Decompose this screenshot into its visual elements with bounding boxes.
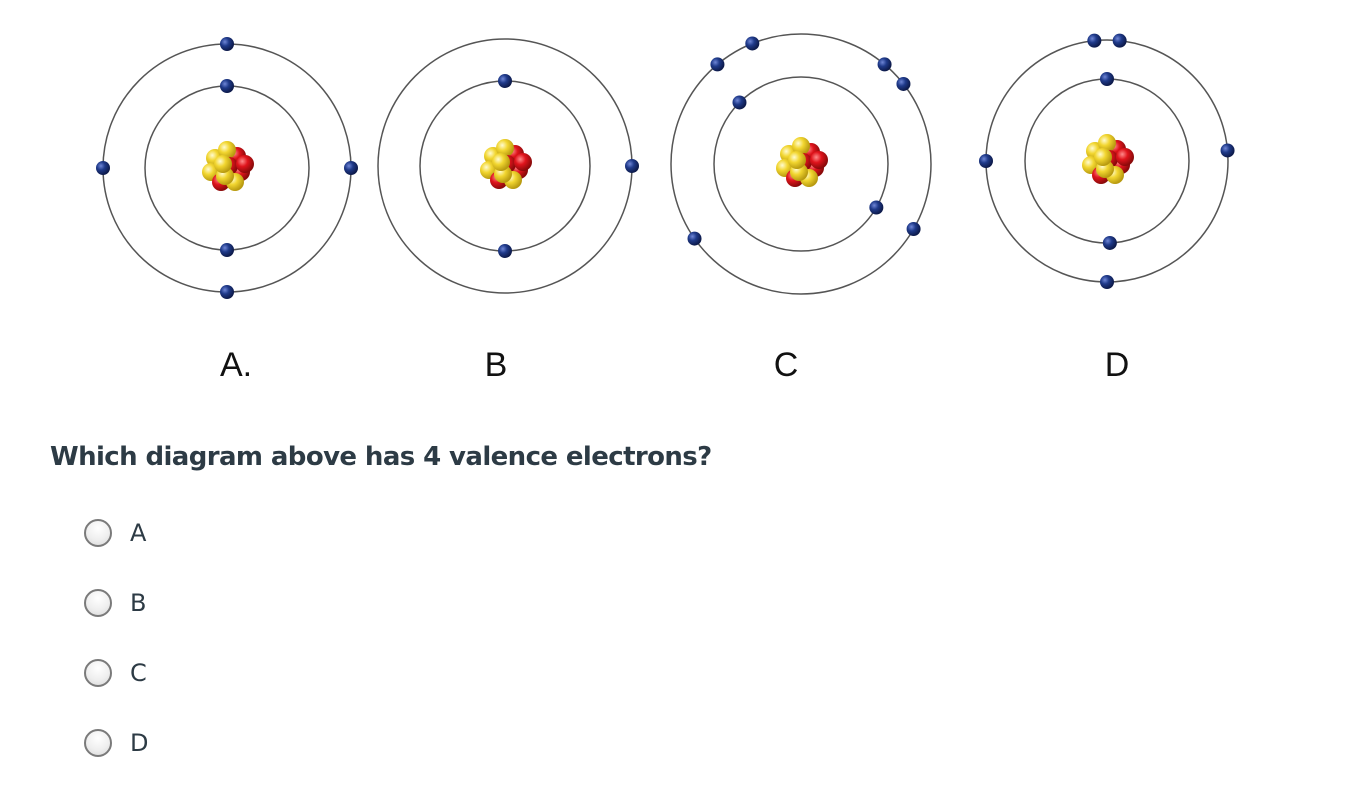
electron [344, 161, 358, 175]
electron [498, 74, 512, 88]
electron [710, 57, 725, 72]
neutron [788, 151, 806, 169]
electron [869, 200, 884, 215]
diagram-label-a: A. [219, 346, 253, 384]
neutron [792, 137, 810, 155]
answer-label: D [130, 729, 149, 757]
electron [877, 57, 892, 72]
answer-option-d[interactable]: D [84, 723, 148, 763]
electron [1102, 235, 1117, 250]
outer-shell [670, 33, 932, 295]
electron [1112, 33, 1127, 48]
radio-button-icon[interactable] [84, 519, 112, 547]
nucleus [776, 137, 828, 187]
proton [514, 153, 532, 171]
question-text: Which diagram above has 4 valence electr… [50, 442, 712, 472]
electron [498, 244, 512, 258]
electron [687, 231, 702, 246]
electron [906, 222, 921, 236]
answer-option-a[interactable]: A [84, 513, 148, 553]
radio-button-icon[interactable] [84, 729, 112, 757]
electron [1100, 275, 1114, 289]
neutron [218, 141, 236, 159]
electron [220, 243, 234, 257]
diagram-label-b: B [484, 346, 508, 384]
answer-label: C [130, 659, 147, 687]
electron [745, 36, 760, 51]
electron [220, 79, 234, 93]
electron [1220, 143, 1235, 158]
bohr-diagram-a [96, 37, 358, 299]
answer-option-b[interactable]: B [84, 583, 148, 623]
electron [625, 159, 639, 173]
radio-button-icon[interactable] [84, 589, 112, 617]
nucleus [480, 139, 532, 189]
neutron [214, 155, 232, 173]
proton [1116, 148, 1134, 166]
electron [220, 285, 234, 299]
bohr-diagram-b [377, 38, 639, 294]
diagram-label-c: C [773, 346, 799, 384]
answer-options: A B C D [84, 513, 148, 793]
answer-label: A [130, 519, 147, 547]
neutron [492, 153, 510, 171]
neutron [1094, 148, 1112, 166]
neutron [1098, 134, 1116, 152]
neutron [496, 139, 514, 157]
electron [220, 37, 234, 51]
electron [732, 95, 747, 110]
radio-button-icon[interactable] [84, 659, 112, 687]
electron [96, 161, 110, 175]
bohr-diagrams-figure: A. B C D [0, 0, 1358, 400]
answer-label: B [130, 589, 147, 617]
bohr-diagrams-svg [96, 33, 1235, 299]
inner-shell [713, 76, 889, 252]
bohr-diagram-c [670, 33, 932, 295]
answer-option-c[interactable]: C [84, 653, 148, 693]
proton [236, 155, 254, 173]
electron [979, 154, 993, 168]
electron [896, 76, 911, 91]
electron [1100, 72, 1114, 86]
bohr-diagram-d [979, 33, 1235, 289]
diagram-label-d: D [1104, 346, 1130, 384]
nucleus [202, 141, 254, 191]
nucleus [1082, 134, 1134, 184]
electron [1087, 33, 1102, 48]
proton [810, 151, 828, 169]
